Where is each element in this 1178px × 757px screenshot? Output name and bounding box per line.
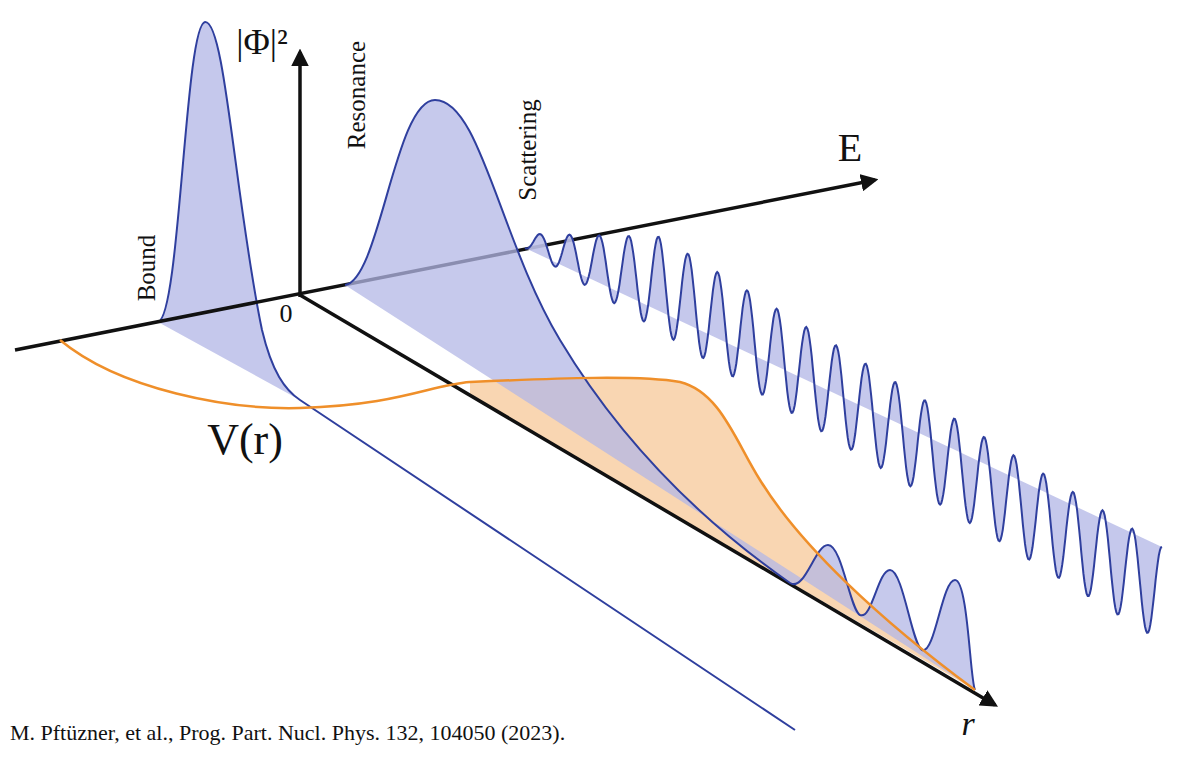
potential-fill: [470, 378, 975, 690]
state-label: Bound: [134, 235, 159, 302]
resonance-fill: [345, 100, 975, 690]
potential-label: V(r): [207, 418, 283, 462]
scattering-curve: [525, 234, 1162, 633]
axis-label: r: [961, 707, 974, 741]
axis-label: E: [838, 128, 862, 168]
scattering-fill: [525, 234, 1162, 633]
r-axis: [300, 295, 995, 705]
bound-curve: [158, 22, 795, 730]
phi-axis: [298, 52, 302, 297]
axis-label: |Φ|²: [236, 24, 288, 60]
state-label: Resonance: [344, 41, 369, 149]
state-label: Scattering: [515, 99, 540, 200]
resonance-curve: [345, 100, 975, 690]
origin-label: 0: [280, 301, 293, 327]
citation-caption: M. Pftüzner, et al., Prog. Part. Nucl. P…: [10, 722, 565, 744]
